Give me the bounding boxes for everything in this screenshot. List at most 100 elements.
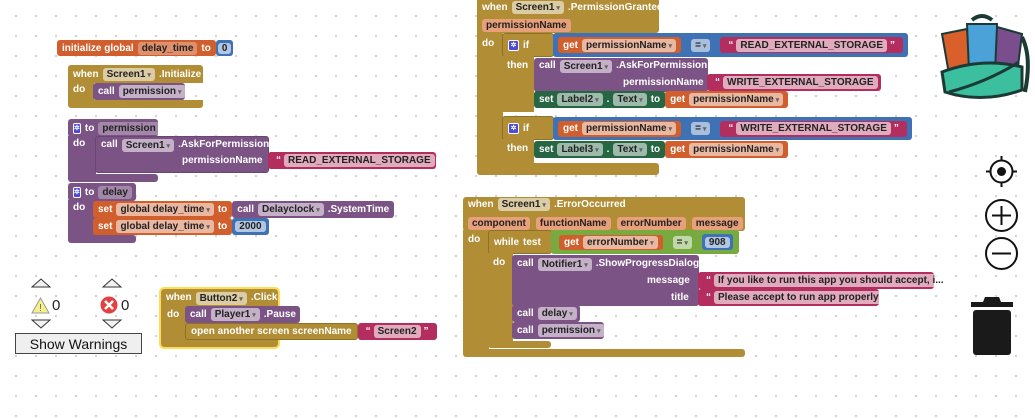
string-block[interactable]: If you like to run this app you should a… [698, 272, 948, 289]
component-dropdown[interactable]: Label2 [557, 93, 603, 106]
error-prev-arrow[interactable] [102, 278, 122, 288]
number-block[interactable]: 2000 [232, 218, 269, 235]
component-dropdown[interactable]: Button2 [195, 292, 247, 305]
string-block[interactable]: Screen2 [357, 323, 437, 340]
label: do [73, 84, 86, 95]
string-block[interactable]: READ_EXTERNAL_STORAGE [720, 37, 903, 53]
component-dropdown[interactable]: Screen1 [497, 198, 550, 211]
label: get [563, 123, 578, 134]
component-dropdown[interactable]: Screen1 [511, 0, 564, 14]
component-dropdown[interactable]: Delayclock [257, 203, 324, 216]
operator-dropdown[interactable]: = [691, 38, 711, 52]
string-block[interactable]: WRITE_EXTERNAL_STORAGE [707, 74, 881, 91]
string-field[interactable]: If you like to run this app you should a… [714, 274, 948, 287]
label: .AskForPermission [178, 139, 270, 150]
string-field[interactable]: WRITE_EXTERNAL_STORAGE [723, 76, 878, 89]
show-warnings-button[interactable]: Show Warnings [15, 333, 142, 354]
gear-icon[interactable]: ✲ [73, 122, 81, 134]
variable-dropdown[interactable]: permissionName [582, 122, 677, 135]
event-param[interactable]: message [691, 217, 743, 230]
component-dropdown[interactable]: Screen1 [559, 60, 613, 73]
gear-icon[interactable]: ✲ [508, 39, 519, 51]
event-param[interactable]: permissionName [482, 19, 571, 33]
procedure-name-field[interactable]: permission [98, 121, 160, 135]
warning-prev-arrow[interactable] [31, 278, 51, 288]
variable-dropdown[interactable]: permissionName [582, 38, 677, 52]
number-block[interactable]: 0 [215, 40, 234, 56]
property-dropdown[interactable]: Text [613, 143, 647, 156]
zoom-out-icon[interactable] [984, 236, 1019, 271]
open-another-screen-block[interactable]: open another screen screenName [185, 323, 358, 340]
component-dropdown[interactable]: Player1 [210, 308, 260, 321]
component-dropdown[interactable]: Screen1 [102, 67, 155, 81]
variable-dropdown[interactable]: global delay_time [116, 220, 214, 233]
procedure-dropdown[interactable]: delay [537, 307, 577, 320]
var-name-field[interactable]: delay_time [137, 41, 198, 55]
warning-next-arrow[interactable] [31, 319, 51, 329]
string-field[interactable]: Screen2 [373, 325, 421, 338]
param-label: permissionName [623, 77, 704, 88]
event-param[interactable]: functionName [535, 217, 611, 230]
component-dropdown[interactable]: Label3 [557, 143, 603, 156]
event-param[interactable]: errorNumber [616, 217, 686, 230]
variable-dropdown[interactable]: errorNumber [583, 235, 658, 249]
string-block[interactable]: READ_EXTERNAL_STORAGE [268, 152, 436, 169]
number-field[interactable]: 908 [704, 236, 730, 248]
gear-icon[interactable]: ✲ [508, 122, 519, 134]
number-block[interactable]: 908 [701, 234, 733, 250]
string-field[interactable]: Please accept to run app properly [714, 291, 883, 304]
component-dropdown[interactable]: Screen1 [121, 139, 175, 152]
string-block[interactable]: Please accept to run app properly [698, 289, 883, 306]
variable-dropdown[interactable]: permissionName [689, 93, 784, 106]
operator-dropdown[interactable]: = [672, 235, 692, 249]
number-field[interactable]: 0 [217, 42, 232, 54]
variable-dropdown[interactable]: permissionName [689, 143, 784, 156]
backpack-icon[interactable] [937, 12, 1032, 100]
recenter-icon[interactable] [984, 154, 1019, 189]
string-block[interactable]: WRITE_EXTERNAL_STORAGE [720, 120, 907, 137]
variable-dropdown[interactable]: global delay_time [116, 203, 214, 216]
if-header[interactable]: ✲if [502, 33, 554, 57]
operator-dropdown[interactable]: = [691, 122, 711, 135]
compare-block[interactable]: get permissionName = WRITE_EXTERNAL_STORA… [553, 117, 912, 140]
procedure-name-field[interactable]: delay [98, 185, 132, 199]
number-field[interactable]: 2000 [235, 221, 266, 232]
string-field[interactable]: READ_EXTERNAL_STORAGE [736, 38, 887, 52]
trash-icon[interactable] [969, 296, 1015, 356]
property-dropdown[interactable]: Text [613, 93, 647, 106]
if-header[interactable]: ✲if [502, 116, 554, 140]
string-field[interactable]: WRITE_EXTERNAL_STORAGE [736, 122, 891, 135]
component-dropdown[interactable]: Notifier1 [537, 258, 592, 271]
get-block[interactable]: get permissionName [558, 120, 682, 137]
gear-icon[interactable]: ✲ [73, 186, 81, 198]
procedure-dropdown[interactable]: permission [118, 85, 186, 98]
string-field[interactable]: READ_EXTERNAL_STORAGE [284, 154, 435, 167]
event-param[interactable]: component [468, 217, 530, 230]
error-next-arrow[interactable] [102, 319, 122, 329]
zoom-in-icon[interactable] [984, 198, 1019, 233]
label: .SystemTime [327, 204, 390, 215]
procedure-dropdown[interactable]: permission [537, 324, 605, 337]
